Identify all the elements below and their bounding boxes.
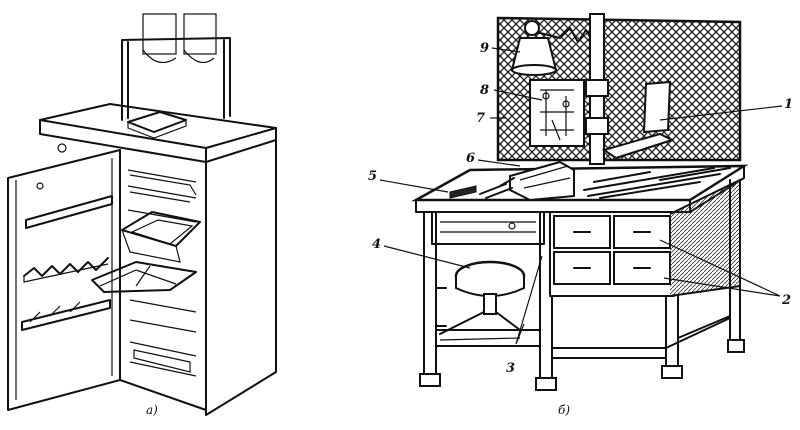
cabinet-door — [7, 149, 121, 411]
block-on-bench — [449, 185, 477, 199]
schematic-board — [529, 79, 585, 147]
bench-vise — [509, 160, 575, 202]
door-lock — [57, 143, 67, 153]
label-6: 6 — [466, 151, 475, 166]
lower-shelf — [435, 315, 731, 359]
door-rack-top — [25, 195, 113, 229]
paper-rack — [121, 37, 231, 121]
door-rack-middle — [23, 257, 109, 277]
label-9: 9 — [480, 41, 489, 56]
label-7: 7 — [476, 111, 485, 126]
tool-holder — [642, 80, 672, 134]
fold-out-tray — [91, 261, 197, 293]
label-2: 2 — [781, 293, 791, 308]
label-3: 3 — [506, 361, 515, 376]
bench-legs — [423, 211, 553, 383]
cabinet-top — [39, 103, 277, 149]
door-rack-bottom — [21, 299, 111, 331]
leader-lines — [379, 47, 783, 345]
label-8: 8 — [480, 83, 489, 98]
paper-sheet-left — [142, 13, 177, 55]
label-4: 4 — [372, 237, 381, 252]
paper-sheet-right — [183, 13, 217, 55]
cabinet-side — [205, 139, 277, 416]
workbench-drawing — [411, 13, 749, 391]
drawer-unit — [549, 178, 741, 297]
caption-a: а) — [146, 403, 158, 417]
label-5: 5 — [368, 169, 377, 184]
caption-b: б) — [558, 403, 570, 417]
open-drawer-front — [431, 211, 545, 245]
tools-on-bench — [583, 167, 731, 199]
label-1: 1 — [784, 97, 793, 112]
stool — [435, 260, 526, 335]
tool-cabinet-drawing — [7, 13, 277, 416]
